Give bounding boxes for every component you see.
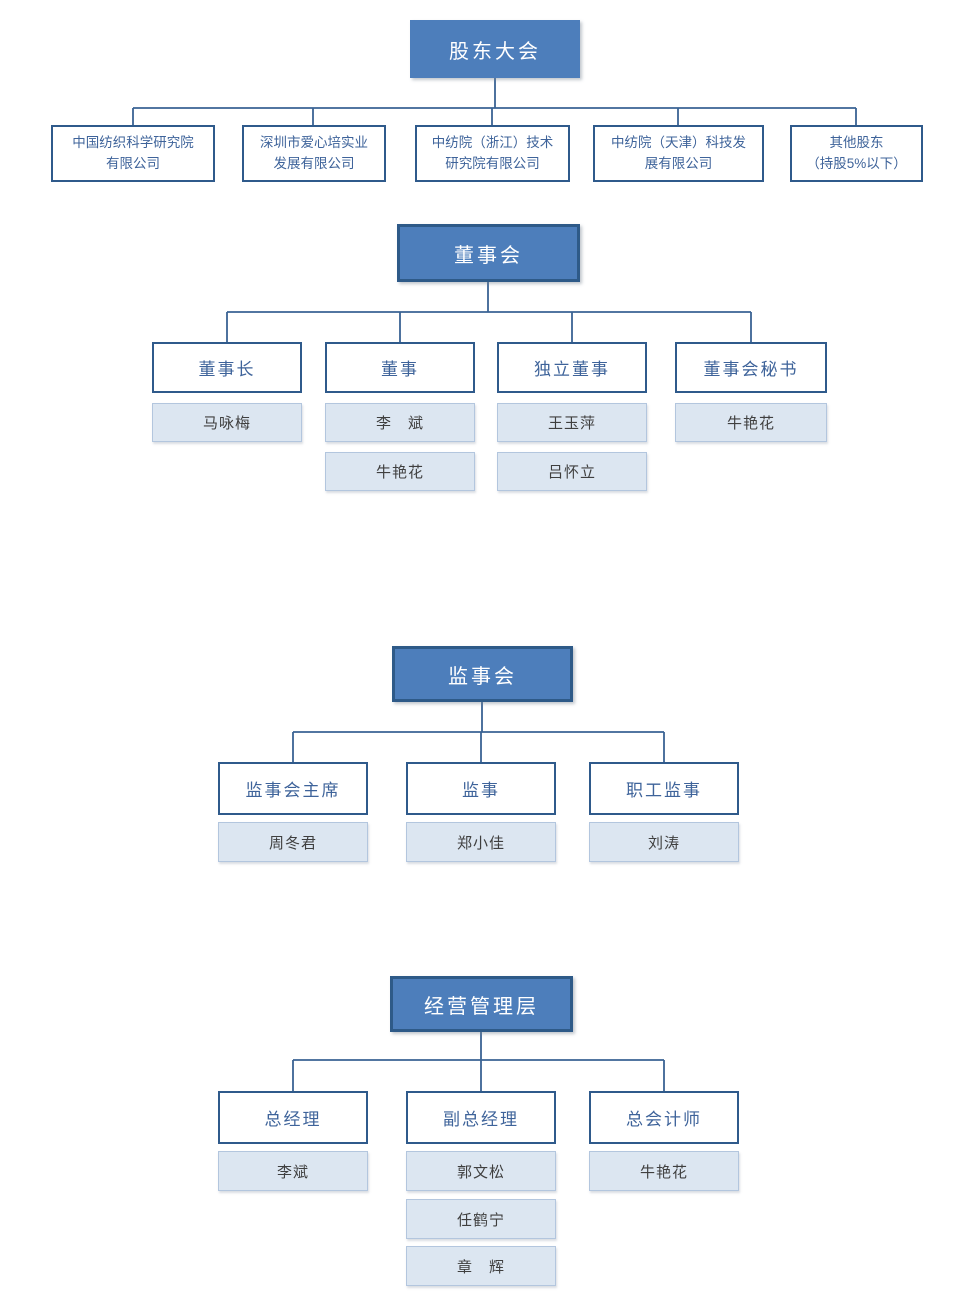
role-supervisor: 监事	[406, 762, 556, 815]
name-box: 马咏梅	[152, 403, 302, 442]
name-box: 章 辉	[406, 1246, 556, 1286]
shareholder-box-5: 其他股东 （持股5%以下）	[790, 125, 923, 182]
name-box: 郑小佳	[406, 822, 556, 862]
name-box: 王玉萍	[497, 403, 647, 442]
shareholder-box-1: 中国纺织科学研究院 有限公司	[51, 125, 215, 182]
header-management: 经营管理层	[390, 976, 573, 1032]
role-general-manager: 总经理	[218, 1091, 368, 1144]
role-chairman: 董事长	[152, 342, 302, 393]
name-box: 刘涛	[589, 822, 739, 862]
name-box: 牛艳花	[325, 452, 475, 491]
role-board-secretary: 董事会秘书	[675, 342, 827, 393]
shareholder-box-3: 中纺院（浙江）技术 研究院有限公司	[415, 125, 570, 182]
name-box: 吕怀立	[497, 452, 647, 491]
name-box: 任鹤宁	[406, 1199, 556, 1239]
shareholder-box-4: 中纺院（天津）科技发 展有限公司	[593, 125, 764, 182]
name-box: 牛艳花	[589, 1151, 739, 1191]
header-shareholders-meeting: 股东大会	[410, 20, 580, 78]
name-box: 周冬君	[218, 822, 368, 862]
header-supervisory-board: 监事会	[392, 646, 573, 702]
role-deputy-general-manager: 副总经理	[406, 1091, 556, 1144]
name-box: 牛艳花	[675, 403, 827, 442]
shareholder-box-2: 深圳市爱心培实业 发展有限公司	[242, 125, 386, 182]
name-box: 李 斌	[325, 403, 475, 442]
role-employee-supervisor: 职工监事	[589, 762, 739, 815]
role-supervisory-chairman: 监事会主席	[218, 762, 368, 815]
role-independent-director: 独立董事	[497, 342, 647, 393]
name-box: 郭文松	[406, 1151, 556, 1191]
role-director: 董事	[325, 342, 475, 393]
name-box: 李斌	[218, 1151, 368, 1191]
header-board-of-directors: 董事会	[397, 224, 580, 282]
role-chief-accountant: 总会计师	[589, 1091, 739, 1144]
